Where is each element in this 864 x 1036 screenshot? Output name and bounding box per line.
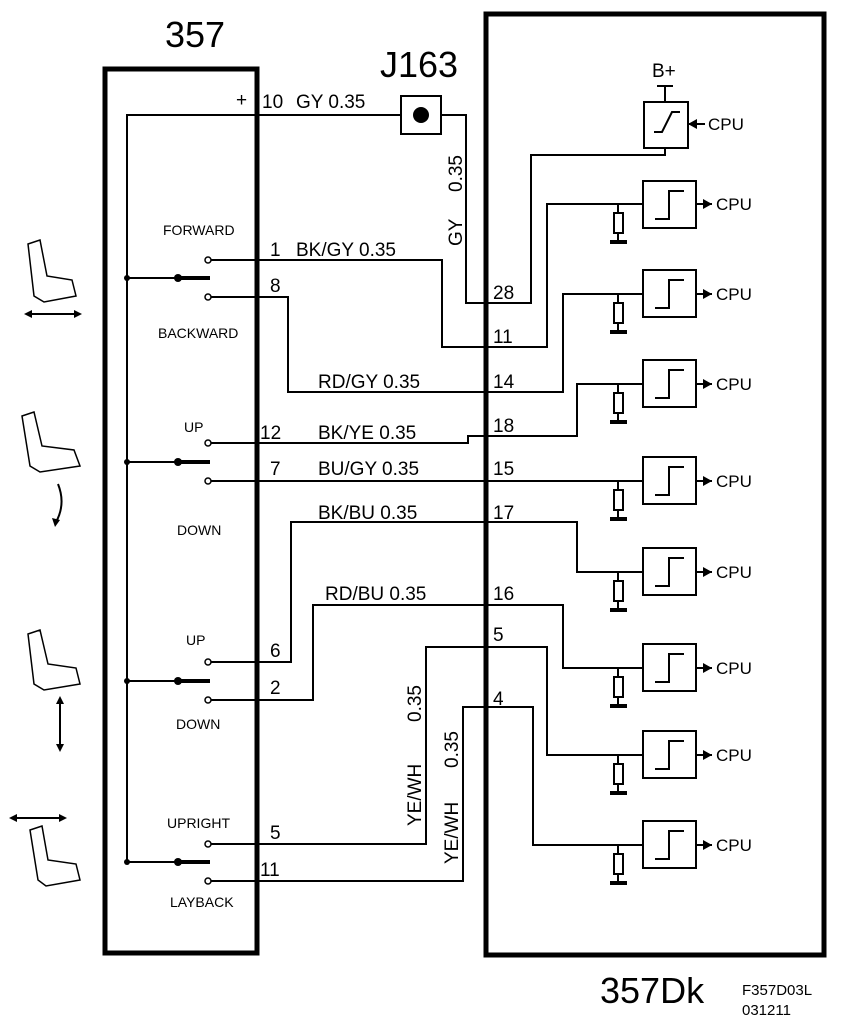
- figure-date: 031211: [742, 1002, 791, 1019]
- plus-sign: +: [236, 90, 247, 111]
- supply-bus: [126, 114, 401, 862]
- switch1-node: [124, 275, 130, 281]
- wire-5-color: YE/WH: [405, 764, 426, 826]
- seat-forward-backward-icon: [24, 239, 82, 318]
- wire-gy-color: GY: [446, 218, 467, 246]
- switch-label: 357: [165, 14, 225, 55]
- wire-8-rdgy: [211, 293, 643, 393]
- seat-tilt-icon: [21, 411, 82, 527]
- output-driver-symbol: [654, 111, 680, 133]
- figure-ref: F357D03L: [742, 982, 812, 999]
- wire-6-bkbu: [211, 521, 643, 663]
- module-pin-16: 16: [493, 584, 514, 605]
- switch3-contact-a: [204, 658, 212, 666]
- input-block-3: [610, 359, 712, 424]
- wire-10-color: GY 0.35: [296, 92, 365, 113]
- wire-6-pin: 6: [270, 641, 281, 662]
- wire-8-pin: 8: [270, 276, 281, 297]
- switch2-pivot: [174, 458, 182, 466]
- module-pin-18: 18: [493, 416, 514, 437]
- connector-label: J163: [380, 44, 458, 85]
- wire-5-size: 0.35: [405, 685, 426, 722]
- label-upright: UPRIGHT: [167, 815, 230, 831]
- label-up-1: UP: [184, 419, 203, 435]
- control-module-label: 357Dk: [600, 970, 705, 1011]
- switch4-node: [124, 859, 130, 865]
- cpu-label-5: CPU: [716, 563, 752, 582]
- label-down-2: DOWN: [176, 716, 220, 732]
- wire-1-bkgy: [211, 203, 643, 348]
- wire-14-color: RD/GY 0.35: [318, 372, 420, 393]
- switch2-contact-a: [204, 439, 212, 447]
- wire-gy-28: [441, 114, 666, 304]
- switch2-node: [124, 459, 130, 465]
- module-pin-5: 5: [493, 625, 504, 646]
- cpu-label-4: CPU: [716, 472, 752, 491]
- control-module-box: [483, 11, 827, 958]
- wire-2-rdbu: [211, 604, 643, 701]
- module-pin-14: 14: [493, 372, 515, 393]
- module-pin-11: 11: [493, 327, 513, 348]
- wire-7-pin: 7: [270, 459, 281, 480]
- wire-10-pin: 10: [262, 92, 283, 113]
- input-block-5: [610, 547, 712, 612]
- wire-5-pin: 5: [270, 823, 281, 844]
- switch1-contact-a: [204, 256, 212, 264]
- input-block-8: [610, 820, 712, 885]
- switch4-contact-a: [204, 840, 212, 848]
- cpu-label-8: CPU: [716, 836, 752, 855]
- label-down-1: DOWN: [177, 522, 221, 538]
- wire-12-color: BK/YE 0.35: [318, 423, 416, 444]
- wire-11-yewh: [211, 706, 643, 882]
- module-pin-28: 28: [493, 283, 514, 304]
- cpu-arrow-0: [688, 119, 697, 129]
- wire-1-pin: 1: [270, 240, 281, 261]
- input-block-2: [610, 269, 712, 334]
- input-block-7: [610, 730, 712, 795]
- wire-11-pin: 11: [260, 860, 280, 881]
- label-forward: FORWARD: [163, 222, 235, 238]
- wire-11-color: YE/WH: [442, 802, 463, 864]
- cpu-label-0: CPU: [708, 115, 744, 134]
- label-layback: LAYBACK: [170, 894, 234, 910]
- switch-box: [102, 66, 260, 956]
- wire-17-color: BK/BU 0.35: [318, 503, 417, 524]
- module-pin-4: 4: [493, 689, 504, 710]
- module-pin-17: 17: [493, 503, 514, 524]
- cpu-label-1: CPU: [716, 195, 752, 214]
- module-pin-15: 15: [493, 459, 514, 480]
- cpu-label-3: CPU: [716, 375, 752, 394]
- switch3-contact-b: [204, 696, 212, 704]
- wire-1-color: BK/GY 0.35: [296, 240, 396, 261]
- label-backward: BACKWARD: [158, 325, 238, 341]
- seat-height-icon: [27, 629, 81, 752]
- switch2-contact-b: [204, 477, 212, 485]
- wire-12-pin: 12: [260, 423, 281, 444]
- cpu-label-7: CPU: [716, 746, 752, 765]
- cpu-label-6: CPU: [716, 659, 752, 678]
- label-up-2: UP: [186, 632, 205, 648]
- seat-recline-icon: [9, 814, 81, 887]
- wire-7-color: BU/GY 0.35: [318, 459, 419, 480]
- cpu-label-2: CPU: [716, 285, 752, 304]
- wire-16-color: RD/BU 0.35: [325, 584, 426, 605]
- switch4-contact-b: [204, 877, 212, 885]
- switch3-node: [124, 678, 130, 684]
- switch1-pivot: [174, 274, 182, 282]
- wire-5-yewh: [211, 646, 643, 845]
- switch4-pivot: [174, 858, 182, 866]
- j163-terminal: [413, 107, 429, 123]
- wire-gy-size: 0.35: [446, 155, 467, 192]
- switch3-pivot: [174, 677, 182, 685]
- input-block-6: [610, 643, 712, 708]
- switch1-contact-b: [204, 293, 212, 301]
- b-plus-label: B+: [652, 61, 676, 82]
- wire-12-bkye: [211, 383, 643, 444]
- wire-11-size: 0.35: [442, 731, 463, 768]
- input-block-1: [610, 180, 712, 244]
- wire-2-pin: 2: [270, 678, 281, 699]
- input-block-4: [610, 456, 712, 521]
